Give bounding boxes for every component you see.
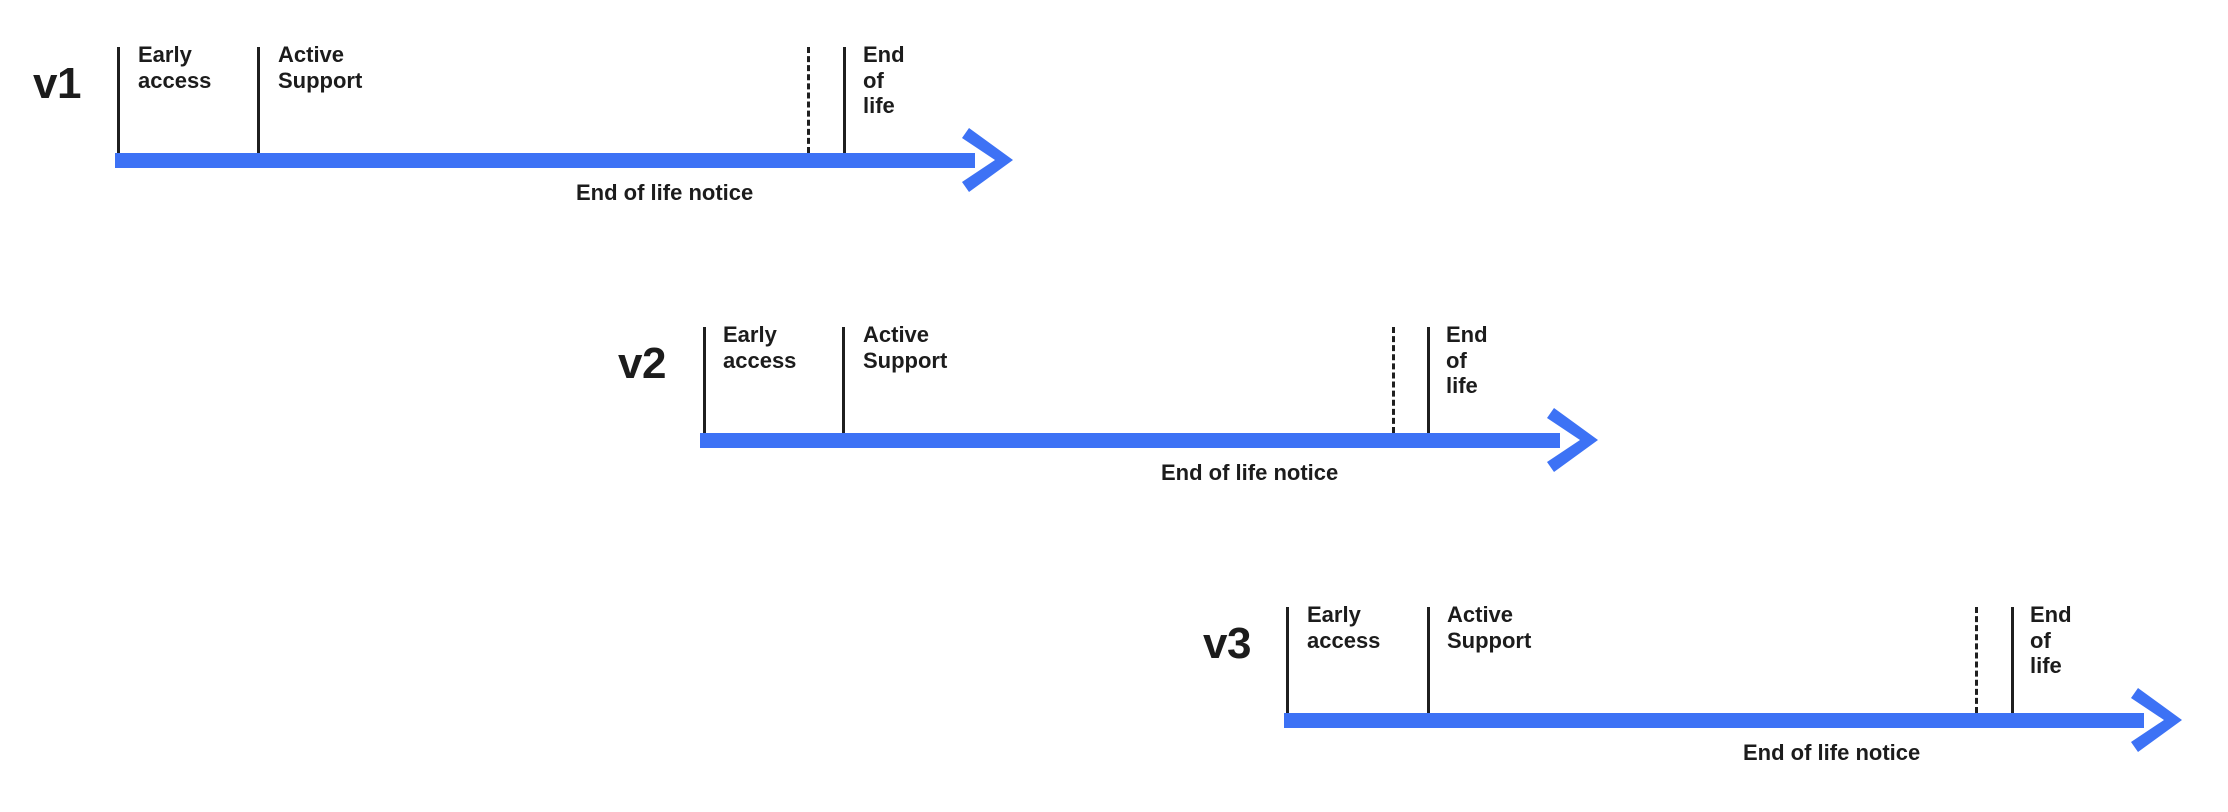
- notice-label-v1: End of life notice: [576, 180, 754, 205]
- version-label-v1: v1: [33, 59, 81, 108]
- tick-end-of-life-notice-v2: [1392, 327, 1395, 433]
- phase-label-active-support-v1: Active Support: [278, 42, 363, 93]
- notice-label-v3: End of life notice: [1743, 740, 1921, 765]
- tick-early-access-start-v2: [703, 327, 706, 433]
- phase-label-active-support-v2: Active Support: [863, 322, 948, 373]
- phase-label-end-of-life-v2: End of life: [1446, 322, 1488, 399]
- tick-early-access-start-v1: [117, 47, 120, 153]
- lifecycle-track-v1: [115, 153, 975, 168]
- version-label-v2: v2: [618, 339, 666, 388]
- phase-label-end-of-life-v1: End of life: [863, 42, 905, 119]
- lifecycle-track-v2: [700, 433, 1560, 448]
- phase-label-active-support-v3: Active Support: [1447, 602, 1532, 653]
- tick-end-of-life-notice-v3: [1975, 607, 1978, 713]
- tick-end-of-life-start-v2: [1427, 327, 1430, 433]
- phase-label-early-access-v3: Early access: [1307, 602, 1381, 653]
- arrow-head-icon-v2: [1547, 408, 1598, 472]
- notice-label-v2: End of life notice: [1161, 460, 1339, 485]
- tick-active-support-start-v3: [1427, 607, 1430, 713]
- tick-end-of-life-notice-v1: [807, 47, 810, 153]
- tick-active-support-start-v2: [842, 327, 845, 433]
- tick-active-support-start-v1: [257, 47, 260, 153]
- phase-label-early-access-v1: Early access: [138, 42, 212, 93]
- arrow-head-icon-v1: [962, 128, 1013, 192]
- tick-end-of-life-start-v1: [843, 47, 846, 153]
- version-label-v3: v3: [1203, 619, 1251, 668]
- phase-label-end-of-life-v3: End of life: [2030, 602, 2072, 679]
- tick-end-of-life-start-v3: [2011, 607, 2014, 713]
- arrow-head-icon-v3: [2131, 688, 2182, 752]
- lifecycle-track-v3: [1284, 713, 2144, 728]
- phase-label-early-access-v2: Early access: [723, 322, 797, 373]
- tick-early-access-start-v3: [1286, 607, 1289, 713]
